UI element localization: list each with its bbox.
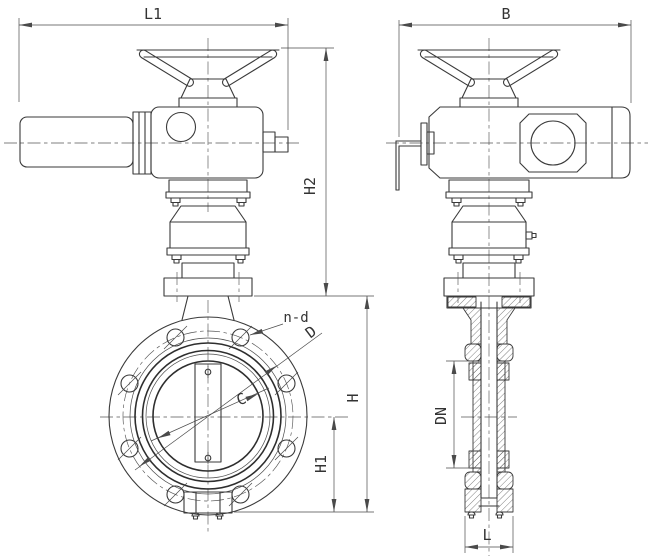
- dimension-dn: DN: [432, 360, 471, 469]
- handwheel-side: [417, 49, 561, 108]
- bolt: [236, 197, 247, 207]
- stem-column-front: [181, 262, 235, 279]
- dim-label-dn: DN: [432, 407, 450, 425]
- front-view: L1 H2 H H1 D: [4, 5, 374, 532]
- gland-bottom-right: [496, 471, 514, 490]
- bolt: [170, 197, 181, 207]
- dim-label-l: L: [482, 526, 491, 544]
- bolt: [513, 254, 524, 264]
- seat-ring-outer: [134, 342, 282, 490]
- mounting-flange-front: [163, 277, 253, 297]
- gearbox-front: [169, 221, 247, 249]
- valve-top-flange: [446, 295, 532, 309]
- dim-label-h1: H1: [312, 455, 330, 473]
- dim-label-h: H: [344, 393, 362, 402]
- dimension-n-d: n-d: [249, 310, 309, 336]
- raised-face-circle: [129, 337, 287, 495]
- bolt-hole: [117, 371, 142, 396]
- dimension-h1: H1: [312, 417, 337, 512]
- yoke-stack-side: [443, 179, 537, 303]
- bolt-hole: [163, 325, 188, 350]
- valve-neck-left: [181, 295, 189, 321]
- gland-right: [496, 343, 514, 362]
- bottom-wall-left: [464, 488, 482, 513]
- dimension-l1: L1: [18, 5, 289, 130]
- bolt: [515, 197, 526, 207]
- bolt: [171, 254, 182, 264]
- declutch-flange-disc: [420, 122, 428, 166]
- bolt: [451, 197, 462, 207]
- gland-bottom-left: [464, 471, 482, 490]
- bolt-circle: [122, 330, 294, 502]
- seat-ring-inner: [141, 349, 275, 483]
- neck-wall-left: [462, 307, 482, 345]
- dimension-c: C: [150, 387, 270, 442]
- handwheel-spoke-left: [419, 49, 476, 87]
- indicator-window: [530, 120, 576, 166]
- dim-label-h2: H2: [301, 177, 319, 195]
- valve-neck-right: [227, 295, 235, 321]
- bolt-hole: [117, 436, 142, 461]
- dim-label-c: C: [234, 389, 249, 409]
- dim-label-n-d: n-d: [283, 310, 308, 326]
- dimension-h2: H2: [254, 47, 374, 297]
- handwheel-spoke-right: [221, 49, 278, 87]
- bore-circle: [152, 360, 264, 472]
- motor-housing: [19, 116, 134, 168]
- flange-outer-circle: [108, 316, 308, 516]
- neck-wall-right: [496, 307, 516, 345]
- valve-body-section: [446, 295, 532, 519]
- bolt-hole: [274, 371, 299, 396]
- bolt: [453, 254, 464, 264]
- cable-connector-outer: [274, 136, 289, 153]
- valve-body-front: [108, 316, 308, 520]
- bottom-wall-right: [496, 488, 514, 513]
- dimension-b: B: [398, 5, 632, 137]
- grease-fitting: [525, 231, 533, 240]
- gland-left: [464, 343, 482, 362]
- dimension-l: L: [464, 516, 514, 553]
- indicator-window-frame: [519, 113, 587, 173]
- bolt-hole: [274, 436, 299, 461]
- yoke-stack-front: [163, 179, 253, 321]
- side-view: B DN L: [386, 5, 648, 556]
- bolt-hole: [228, 325, 253, 350]
- bottom-bolt: [467, 511, 476, 519]
- dim-label-b: B: [501, 5, 510, 23]
- bottom-cover-boss: [183, 491, 233, 514]
- cable-connector-inner: [262, 131, 276, 153]
- dim-label-l1: L1: [144, 5, 162, 23]
- handwheel-spoke-right: [502, 49, 559, 87]
- dimension-h: H: [234, 296, 374, 513]
- bolt: [235, 254, 246, 264]
- bottom-bolt: [495, 511, 504, 519]
- actuator-body-side: [395, 106, 631, 191]
- handwheel: [136, 49, 280, 108]
- declutch-lever: [395, 140, 422, 191]
- actuator-sight-port: [165, 111, 197, 143]
- actuator-body-front: [19, 106, 289, 179]
- handwheel-spoke-left: [138, 49, 195, 87]
